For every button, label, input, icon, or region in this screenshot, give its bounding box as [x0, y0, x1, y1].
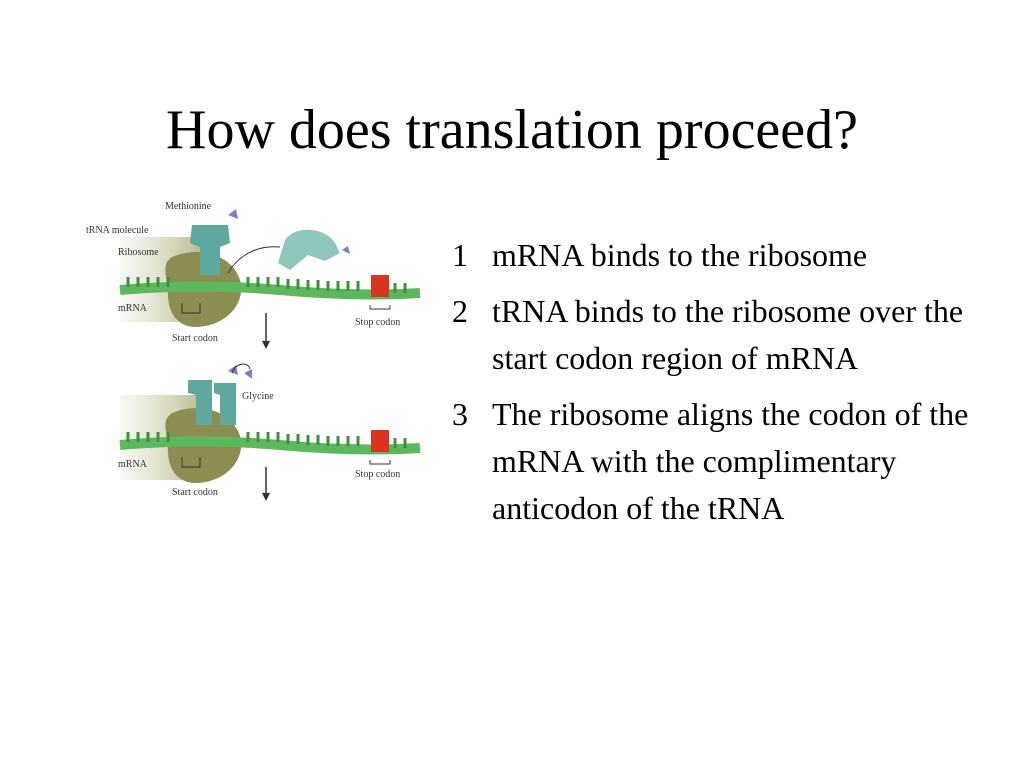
peptide-bond-arrow	[231, 363, 251, 374]
binding-arrow	[227, 246, 281, 274]
label-stop-codon-top: Stop codon	[355, 317, 400, 328]
panel-initiation: Methionine tRNA molecule Ribosome mRNA S…	[86, 201, 421, 344]
label-start-codon-top: Start codon	[172, 333, 218, 344]
slide-title: How does translation proceed?	[166, 99, 858, 161]
step-text: The ribosome aligns the codon of the mRN…	[492, 396, 969, 526]
stop-codon-marker	[371, 275, 389, 297]
stop-codon-bracket-bottom	[369, 460, 391, 465]
steps-list: 1 mRNA binds to the ribosome 2 tRNA bind…	[452, 232, 1012, 541]
trna-second-icon	[214, 383, 236, 425]
amino-acid-icon	[342, 246, 350, 254]
stop-codon-marker-bottom	[371, 430, 389, 452]
step-text: tRNA binds to the ribosome over the star…	[492, 293, 964, 376]
trna-first-icon	[188, 380, 212, 425]
step-text: mRNA binds to the ribosome	[492, 237, 868, 273]
methionine-icon	[228, 209, 238, 219]
step-number: 3	[452, 396, 468, 432]
label-ribosome: Ribosome	[118, 247, 159, 258]
trna-incoming-icon	[278, 229, 340, 270]
process-arrow	[262, 313, 270, 349]
label-trna-molecule: tRNA molecule	[86, 225, 149, 236]
label-glycine: Glycine	[242, 391, 274, 402]
label-mrna-top: mRNA	[118, 303, 148, 314]
step-item: 2 tRNA binds to the ribosome over the st…	[452, 288, 1012, 382]
translation-diagram-svg: Methionine tRNA molecule Ribosome mRNA S…	[86, 201, 421, 501]
start-codon-bracket-bottom	[181, 457, 201, 468]
translation-diagram: Methionine tRNA molecule Ribosome mRNA S…	[80, 195, 425, 510]
panel-elongation: Glycine mRNA Start codon Stop codon	[118, 363, 421, 498]
mrna-bases-bottom	[126, 432, 407, 448]
label-start-codon-bottom: Start codon	[172, 487, 218, 498]
mrna-bases	[126, 277, 407, 293]
trna-bound-icon	[190, 225, 230, 275]
glycine-icon	[244, 369, 252, 379]
label-mrna-bottom: mRNA	[118, 459, 148, 470]
step-number: 1	[452, 237, 468, 273]
process-arrow-bottom	[262, 467, 270, 501]
step-number: 2	[452, 293, 468, 329]
step-item: 1 mRNA binds to the ribosome	[452, 232, 1012, 279]
label-methionine: Methionine	[165, 201, 212, 212]
step-item: 3 The ribosome aligns the codon of the m…	[452, 391, 1012, 532]
stop-codon-bracket-top	[369, 305, 391, 310]
label-stop-codon-bottom: Stop codon	[355, 469, 400, 480]
start-codon-bracket-top	[181, 303, 201, 314]
